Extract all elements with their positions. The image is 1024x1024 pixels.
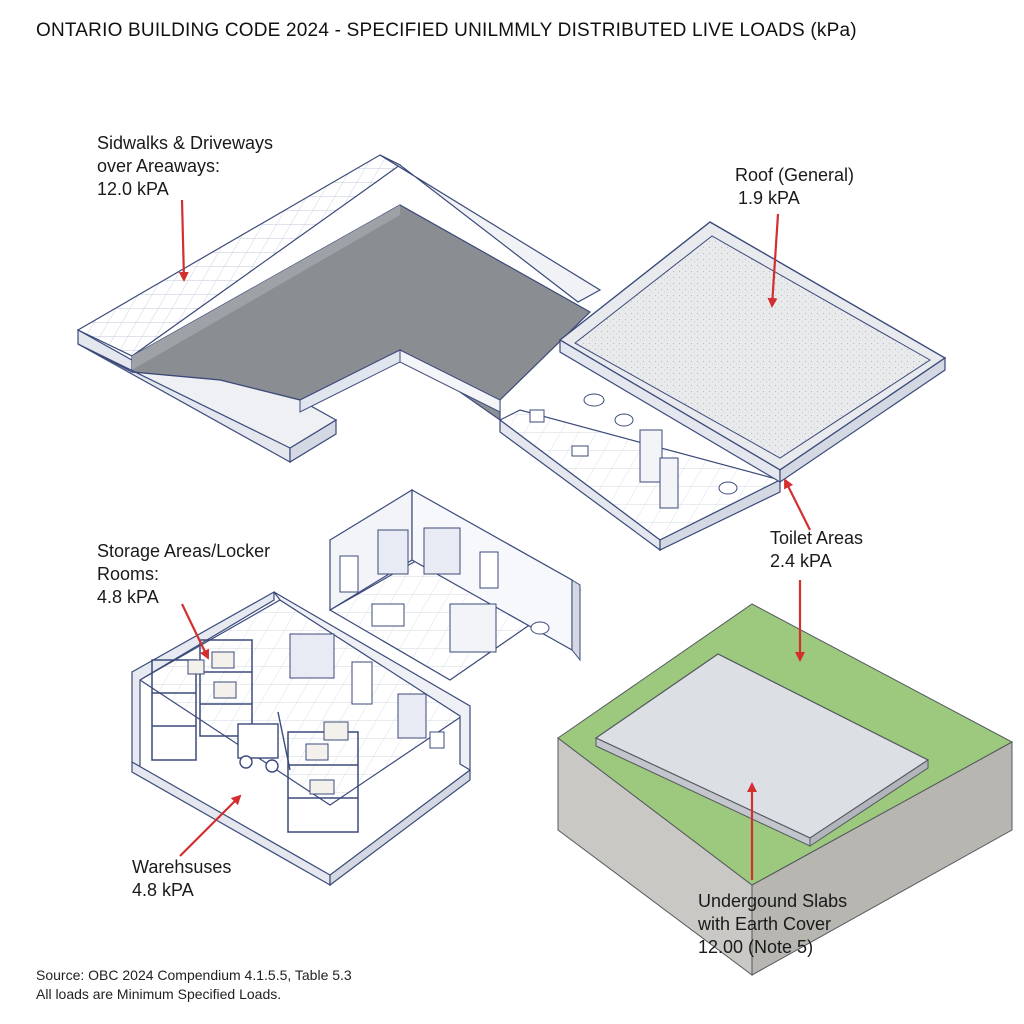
load-arrows xyxy=(178,199,811,880)
label-storage-line1: Storage Areas/Locker xyxy=(97,541,271,561)
label-roof-line1: Roof (General) xyxy=(735,165,855,185)
label-underground-line1: Undergound Slabs xyxy=(698,891,848,911)
label-underground-line2: with Earth Cover xyxy=(698,914,832,934)
label-warehouse-line1: Warehsuses xyxy=(132,857,232,877)
label-roof-value: 1.9 kPA xyxy=(738,188,800,208)
label-toilet-line1: Toilet Areas xyxy=(770,528,864,548)
label-underground: Undergound Slabs with Earth Cover 12.00 … xyxy=(698,890,847,959)
label-toilet: Toilet Areas 2.4 kPA xyxy=(770,527,863,573)
label-storage-value: 4.8 kPA xyxy=(97,587,159,607)
label-roof: Roof (General) 1.9 kPA xyxy=(735,164,854,210)
source-note: Source: OBC 2024 Compendium 4.1.5.5, Tab… xyxy=(36,966,352,1004)
label-sidewalks-line1: Sidwalks & Driveways xyxy=(97,133,274,153)
underground-slab xyxy=(557,603,1014,976)
warehouse-room xyxy=(131,590,471,887)
label-sidewalks-value: 12.0 kPA xyxy=(97,179,169,199)
label-warehouse-value: 4.8 kPA xyxy=(132,880,194,900)
label-toilet-value: 2.4 kPA xyxy=(770,551,832,571)
label-sidewalks-line2: over Areaways: xyxy=(97,156,221,176)
roof-slab xyxy=(558,221,947,484)
label-warehouse: Warehsuses 4.8 kPA xyxy=(132,856,231,902)
source-line2: All loads are Minimum Specified Loads. xyxy=(36,986,282,1002)
label-underground-value: 12.00 (Note 5) xyxy=(698,937,814,957)
label-storage: Storage Areas/Locker Rooms: 4.8 kPA xyxy=(97,540,270,609)
arrow-toilet xyxy=(784,478,811,531)
label-sidewalks: Sidwalks & Driveways over Areaways: 12.0… xyxy=(97,132,273,201)
sidewalk-driveway-slab xyxy=(76,154,602,464)
toilet-area-room xyxy=(498,393,782,552)
page-title: ONTARIO BUILDING CODE 2024 - SPECIFIED U… xyxy=(36,20,857,41)
arrow-roof xyxy=(767,213,780,308)
arrow-warehouse xyxy=(179,794,242,857)
locker-room xyxy=(328,488,582,681)
source-line1: Source: OBC 2024 Compendium 4.1.5.5, Tab… xyxy=(36,967,352,983)
arrow-storage xyxy=(181,603,210,660)
arrow-sidewalks xyxy=(178,199,189,282)
label-storage-line2: Rooms: xyxy=(97,564,160,584)
